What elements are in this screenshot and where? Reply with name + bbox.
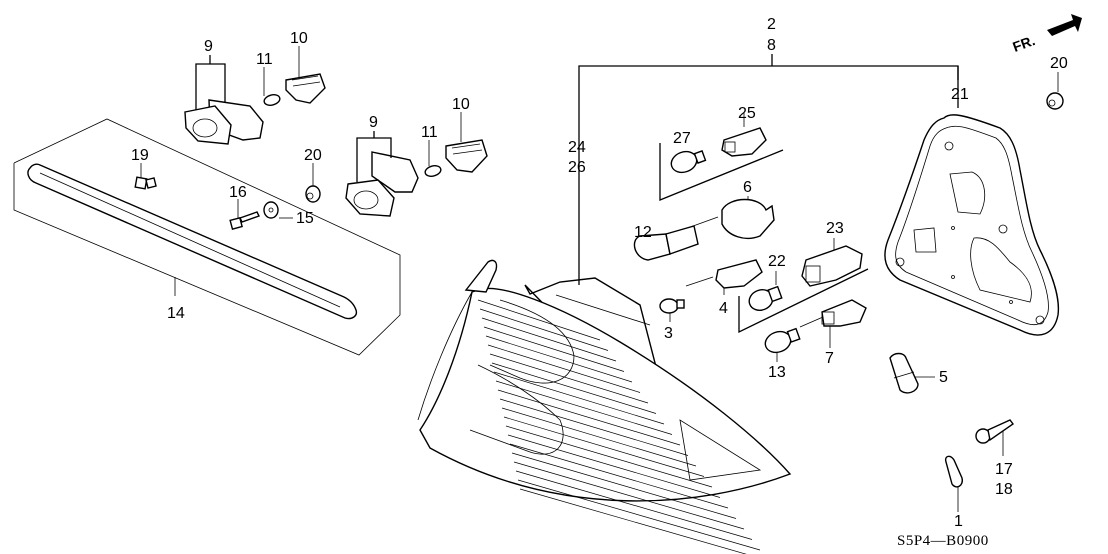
callout-9: 9 xyxy=(369,114,378,131)
callout-26: 26 xyxy=(568,159,586,176)
lens-hatch-line xyxy=(501,407,697,467)
callout-14: 14 xyxy=(167,305,185,322)
callout-23: 23 xyxy=(826,220,844,237)
callout-12: 12 xyxy=(634,224,652,241)
lens-hatch-line xyxy=(493,371,665,425)
lens-hatch-line xyxy=(491,362,657,414)
socket-10-upper[interactable] xyxy=(285,73,326,104)
callout-15: 15 xyxy=(296,210,314,227)
socket-4[interactable] xyxy=(715,259,763,289)
callout-25: 25 xyxy=(738,105,756,122)
lens-hatch-line xyxy=(477,299,601,341)
license-light-9-upper[interactable] xyxy=(184,99,264,145)
callout-27: 27 xyxy=(673,130,691,147)
socket-25[interactable] xyxy=(721,127,767,157)
callout-10: 10 xyxy=(290,30,308,47)
callout-19: 19 xyxy=(131,147,149,164)
callout-3: 3 xyxy=(664,325,673,342)
callout-20: 20 xyxy=(304,147,322,164)
bulb-1[interactable] xyxy=(944,455,964,488)
lens-hatch-line xyxy=(503,416,705,477)
lens-hatch-line xyxy=(489,353,649,404)
callout-11: 11 xyxy=(256,51,273,68)
socket-7[interactable] xyxy=(821,299,867,327)
license-garnish-group-outline xyxy=(13,118,401,356)
diagram-code: S5P4—B0900 xyxy=(897,533,989,549)
callout-6: 6 xyxy=(743,179,752,196)
bulb-12[interactable] xyxy=(633,225,699,261)
bulb-13[interactable] xyxy=(762,327,801,356)
taillight-assembly[interactable] xyxy=(417,259,792,502)
callout-10: 10 xyxy=(452,96,470,113)
screw-16[interactable] xyxy=(229,211,260,230)
bulb-27[interactable] xyxy=(668,148,707,176)
front-direction-label: FR. xyxy=(1010,32,1037,55)
lens-hatch-line xyxy=(479,308,609,351)
grommet-20-left[interactable] xyxy=(305,185,321,203)
callout-4: 4 xyxy=(719,300,728,317)
lens-hatch-line xyxy=(513,461,745,530)
callout-8: 8 xyxy=(767,37,776,54)
bulb-11-lower[interactable] xyxy=(424,164,442,178)
lens-hatch-line xyxy=(511,452,737,519)
lens-hatch-line xyxy=(515,470,753,540)
bulb-22[interactable] xyxy=(746,285,783,313)
callout-18: 18 xyxy=(995,481,1013,498)
callout-7: 7 xyxy=(825,350,834,367)
callout-16: 16 xyxy=(229,184,247,201)
callout-20: 20 xyxy=(1050,55,1068,72)
lens-hatch-line xyxy=(495,380,673,435)
socket-23[interactable] xyxy=(801,245,863,287)
lens-hatch-line xyxy=(499,398,689,456)
lens-hatch-line xyxy=(507,434,721,498)
callout-21: 21 xyxy=(951,86,969,103)
screw-17-18[interactable] xyxy=(975,419,1014,444)
lens-hatch-line xyxy=(483,326,625,372)
callout-22: 22 xyxy=(768,253,786,270)
callout-9: 9 xyxy=(204,38,213,55)
socket-5[interactable] xyxy=(889,352,919,394)
callout-13: 13 xyxy=(768,364,786,381)
lens-hatch-line xyxy=(509,443,729,509)
gasket-21[interactable] xyxy=(884,114,1060,336)
callout-2: 2 xyxy=(767,16,776,33)
lens-hatch-line xyxy=(497,389,681,446)
callout-5: 5 xyxy=(939,369,948,386)
bulb-11-upper[interactable] xyxy=(263,93,281,107)
grommet-20-right[interactable] xyxy=(1046,92,1064,110)
socket-6[interactable] xyxy=(721,198,775,240)
lens-hatch-line xyxy=(481,317,617,362)
license-light-9-lower[interactable] xyxy=(345,151,419,217)
lens-hatch-line xyxy=(485,335,633,383)
callout-11: 11 xyxy=(421,124,438,141)
washer-15[interactable] xyxy=(263,201,279,219)
leader-lines-center xyxy=(578,54,1059,512)
clip-19[interactable] xyxy=(134,176,157,190)
front-direction-arrow-icon xyxy=(1047,14,1082,36)
lens-hatch-line xyxy=(519,488,747,554)
taillight-lens-hatching xyxy=(477,299,761,554)
callout-24: 24 xyxy=(568,139,586,156)
socket-10-lower[interactable] xyxy=(445,139,488,173)
callout-17: 17 xyxy=(995,461,1013,478)
lens-hatch-line xyxy=(487,344,641,393)
lens-hatch-line xyxy=(517,479,761,551)
rear-license-garnish[interactable] xyxy=(27,163,358,320)
leader-lines-left xyxy=(140,46,462,296)
callout-1: 1 xyxy=(954,513,963,530)
lens-hatch-line xyxy=(505,425,713,488)
bulb-3[interactable] xyxy=(659,298,685,314)
